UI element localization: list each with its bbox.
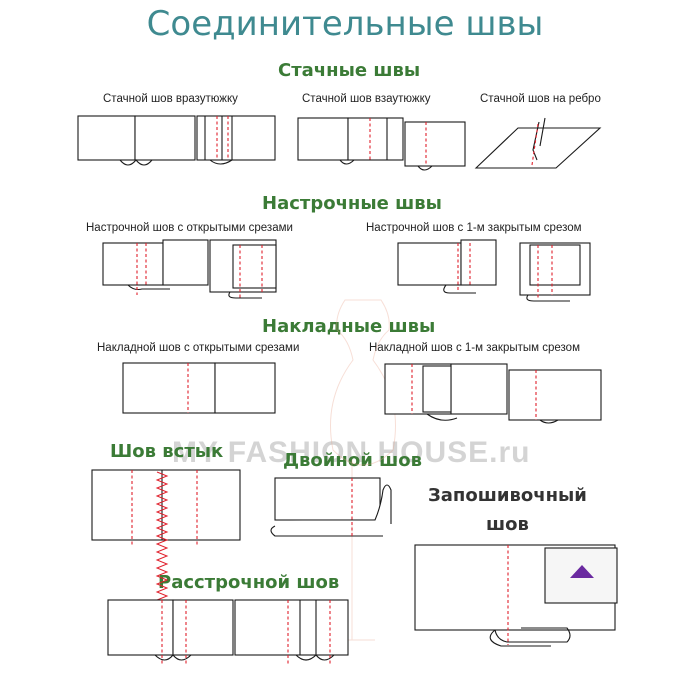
heading-vstyk: Шов встык bbox=[110, 441, 224, 462]
dress-form-watermark bbox=[330, 299, 396, 641]
label-naklad-open: Накладной шов с открытыми срезами bbox=[97, 342, 300, 354]
heading-nakladnye: Накладные швы bbox=[262, 316, 436, 337]
heading-dvoinoi: Двойной шов bbox=[283, 450, 422, 471]
watermark: MY FASHION HOUSE.ru bbox=[172, 436, 531, 469]
seam-naklad-open bbox=[122, 362, 276, 414]
label-nastroch-closed: Настрочной шов с 1-м закрытым срезом bbox=[366, 222, 582, 234]
seam-dvoinoi bbox=[270, 477, 392, 537]
label-naklad-closed: Накладной шов с 1-м закрытым срезом bbox=[369, 342, 580, 354]
heading-nastrochnye: Настрочные швы bbox=[262, 193, 442, 214]
seam-vrazutyuzhku bbox=[77, 115, 276, 166]
seam-rasstrochnoi bbox=[107, 599, 349, 665]
page-title: Соединительные швы bbox=[146, 4, 544, 44]
seam-vzautyuzhku bbox=[297, 117, 466, 171]
purple-triangle-icon bbox=[570, 565, 594, 578]
heading-zaposhivochny-1: Запошивочный bbox=[428, 485, 587, 506]
seam-nastroch-closed bbox=[397, 239, 591, 302]
label-vzautyuzhku: Стачной шов взаутюжку bbox=[302, 93, 431, 105]
heading-rasstrochnoi: Расстрочной шов bbox=[158, 572, 340, 593]
seam-na-rebro bbox=[474, 117, 602, 169]
seam-zaposhivochny bbox=[414, 544, 618, 647]
seam-vstyk bbox=[91, 469, 241, 609]
heading-stachnye: Стачные швы bbox=[278, 60, 421, 81]
heading-zaposhivochny-2: шов bbox=[486, 514, 529, 535]
label-na-rebro: Стачной шов на ребро bbox=[480, 93, 601, 105]
seam-nastroch-open bbox=[102, 239, 277, 299]
label-nastroch-open: Настрочной шов с открытыми срезами bbox=[86, 222, 293, 234]
seam-naklad-closed bbox=[384, 363, 602, 424]
label-vrazutyuzhku: Стачной шов вразутюжку bbox=[103, 93, 238, 105]
